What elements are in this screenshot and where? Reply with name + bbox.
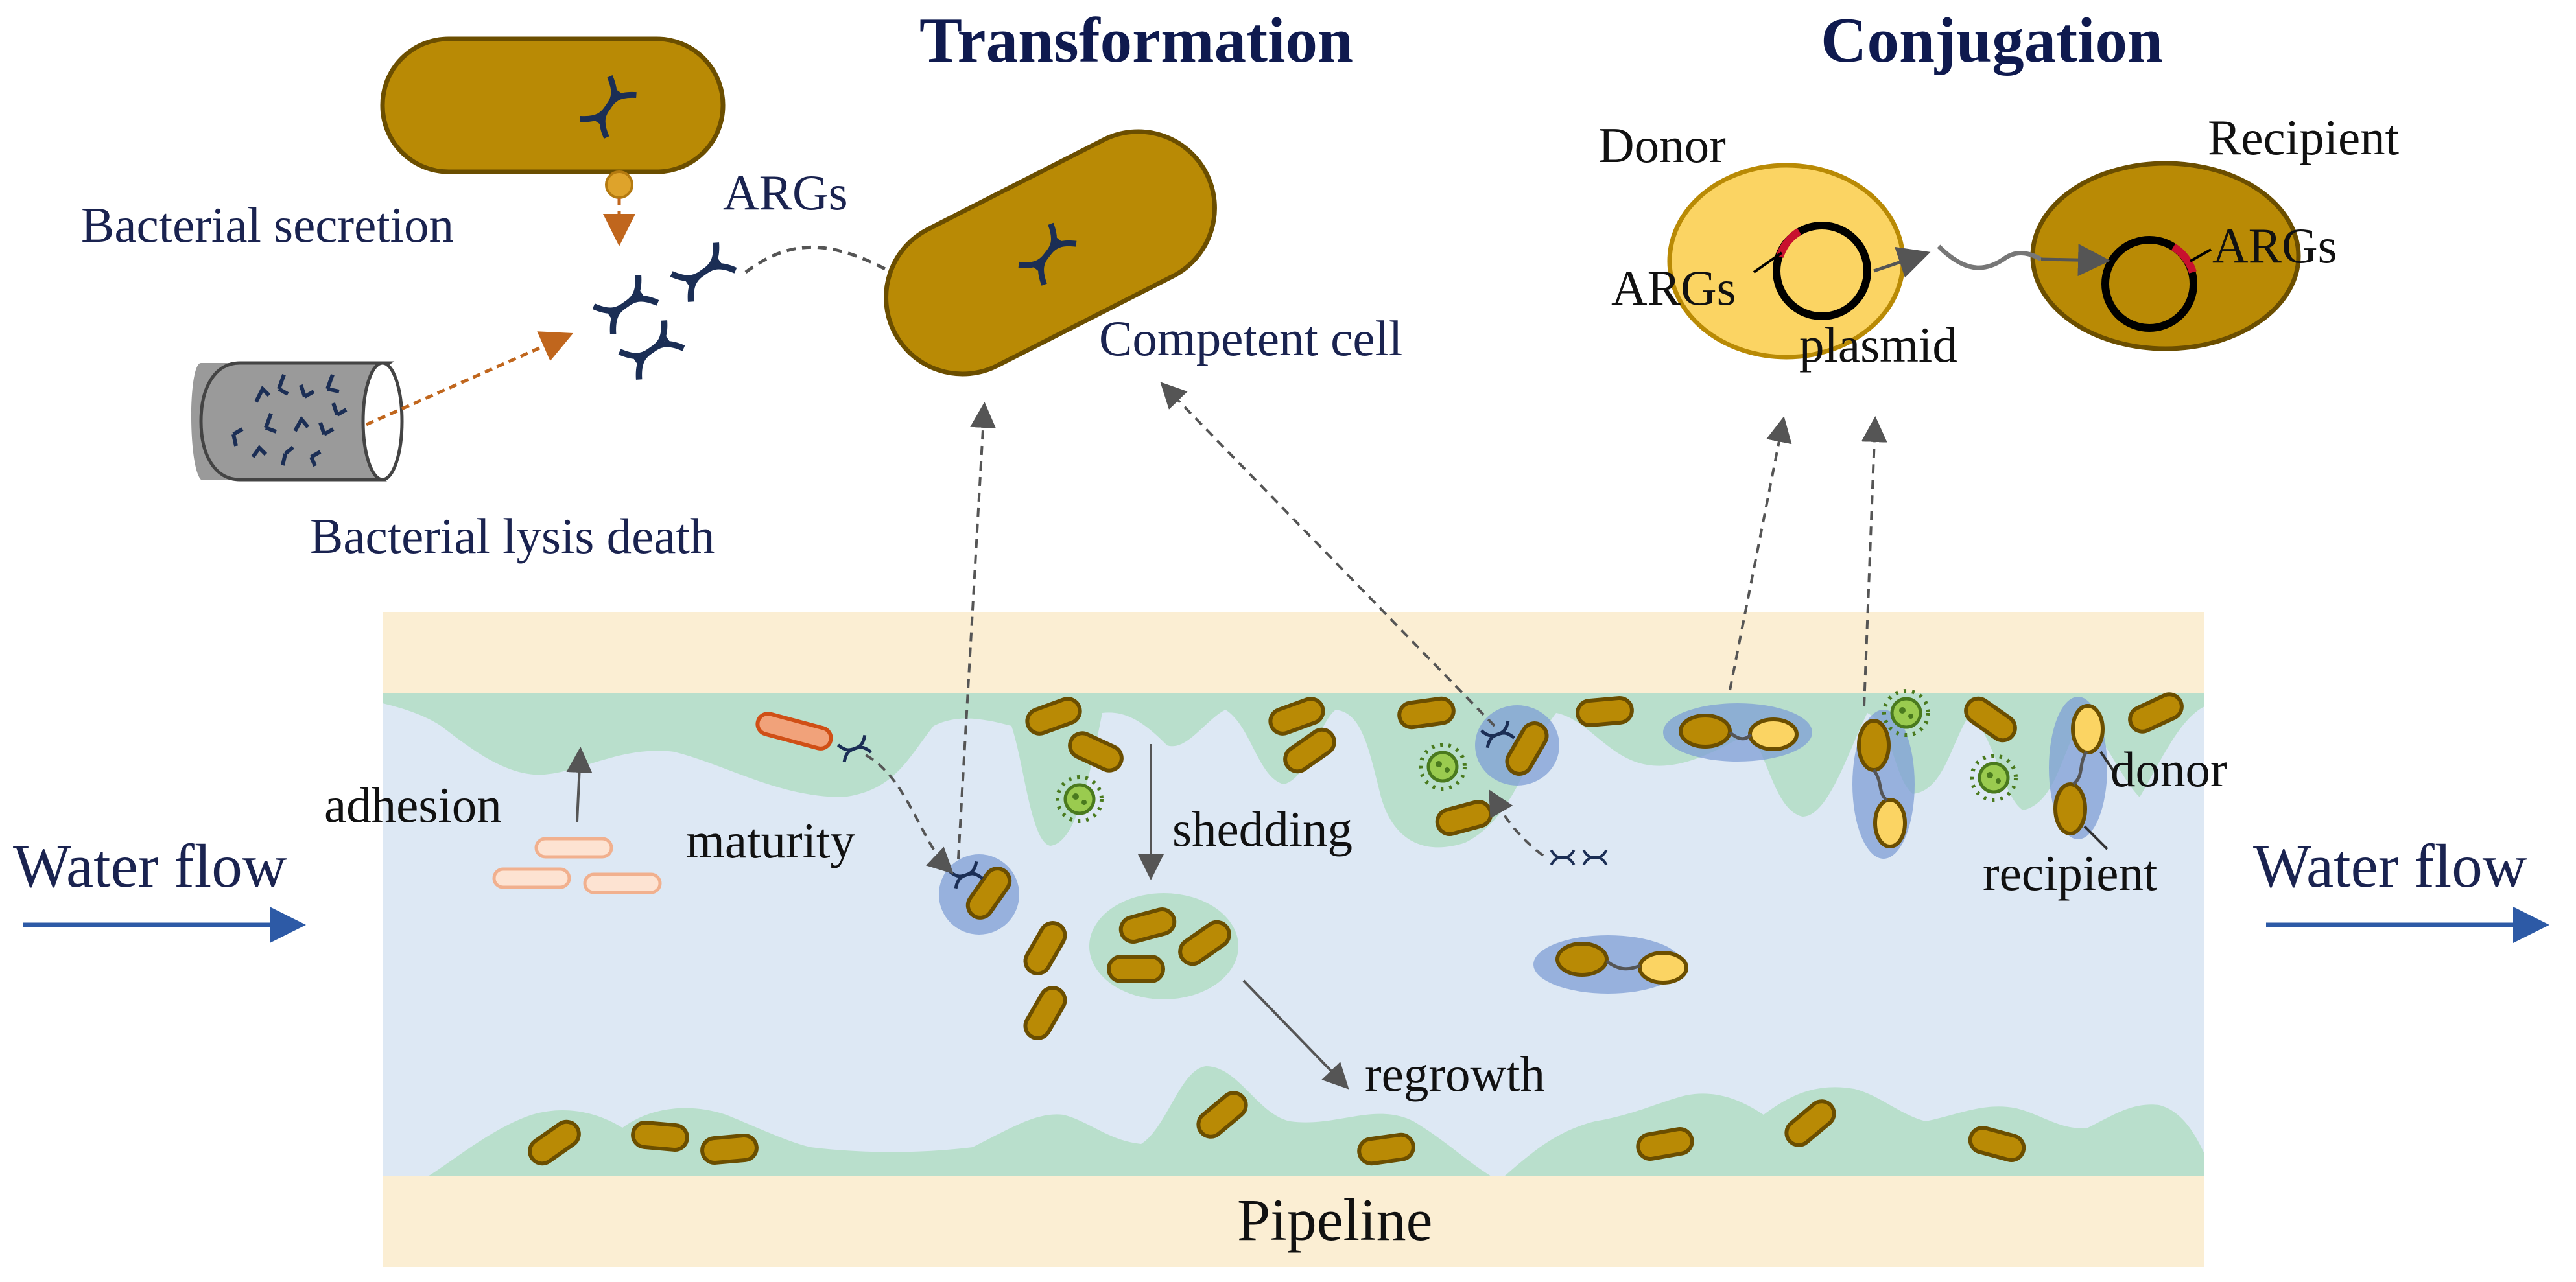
plasmid-transfer-arrow-2 [2040,244,2110,277]
conjugating-pair [2053,704,2105,835]
transformation-arrow-1 [957,402,997,859]
bacterial-secretion-label: Bacterial secretion [81,197,454,253]
plasmid-label: plasmid [1799,317,1957,373]
donor-pipe-label: donor [2110,741,2227,797]
args-label: ARGs [723,165,848,220]
donor-label: Donor [1598,117,1726,173]
shedding-label: shedding [1172,801,1353,857]
conjugating-pair [1857,719,1907,848]
recipient-plasmid [2101,236,2197,332]
conjugating-pair [1679,714,1799,751]
pipeline-label: Pipeline [1237,1187,1433,1253]
water-flow-right-label: Water flow [2253,832,2527,900]
free-bacterium [494,869,569,887]
transformation-arrow-2 [1160,382,1496,727]
regrowth-label: regrowth [1365,1046,1545,1102]
bacterium [632,1121,689,1150]
competent-cell [884,129,1217,377]
adhesion-arrow [566,747,593,822]
pipe-wall-bottom [383,1176,2204,1267]
pipe-wall-top [383,612,2204,693]
bacterium [702,1134,758,1163]
maturing-bacterium [755,712,833,751]
args-recipient-label: ARGs [2212,218,2337,274]
free-bacterium [585,874,660,892]
recipient-pipe-label: recipient [1983,845,2157,901]
args-donor-label: ARGs [1611,260,1736,316]
maturity-arrow [865,754,954,874]
conjugation-arrow-2 [1861,416,1887,707]
adhesion-label: adhesion [324,777,502,833]
recipient-leader [2083,825,2109,850]
lysis-arrow [365,331,574,426]
lysed-bacterium [191,361,404,482]
donor-leader [2099,751,2115,773]
bacterium [1577,697,1633,726]
transformation-panel [191,36,1496,859]
free-args-dna [594,242,736,379]
plasmid-transfer-arrow-1 [1873,246,1931,278]
bacterium [1398,697,1455,728]
conjugation-pilus [1937,244,2042,270]
free-bacterium [536,839,611,857]
bacterial-lysis-death-label: Bacterial lysis death [310,508,715,564]
secretion-vesicle [605,170,633,199]
args-leader-right [2190,248,2212,262]
water-flow-left-label: Water flow [13,832,287,900]
bacterium [1358,1133,1415,1165]
biofilm-bottom [383,1066,2204,1176]
conjugation-panel [1667,161,2301,707]
maturity-label: maturity [686,813,855,868]
conjugation-heading: Conjugation [1821,5,2163,76]
secreting-bacterium [380,36,726,174]
competent-cell-label: Competent cell [1099,310,1402,366]
conjugating-pair [1555,942,1688,985]
transformation-heading: Transformation [919,5,1353,76]
pipe [383,612,2204,1267]
bacterium [1109,957,1163,981]
regrowth-arrow [1242,979,1349,1090]
args-leader-left [1753,251,1783,274]
recipient-label: Recipient [2208,110,2399,165]
